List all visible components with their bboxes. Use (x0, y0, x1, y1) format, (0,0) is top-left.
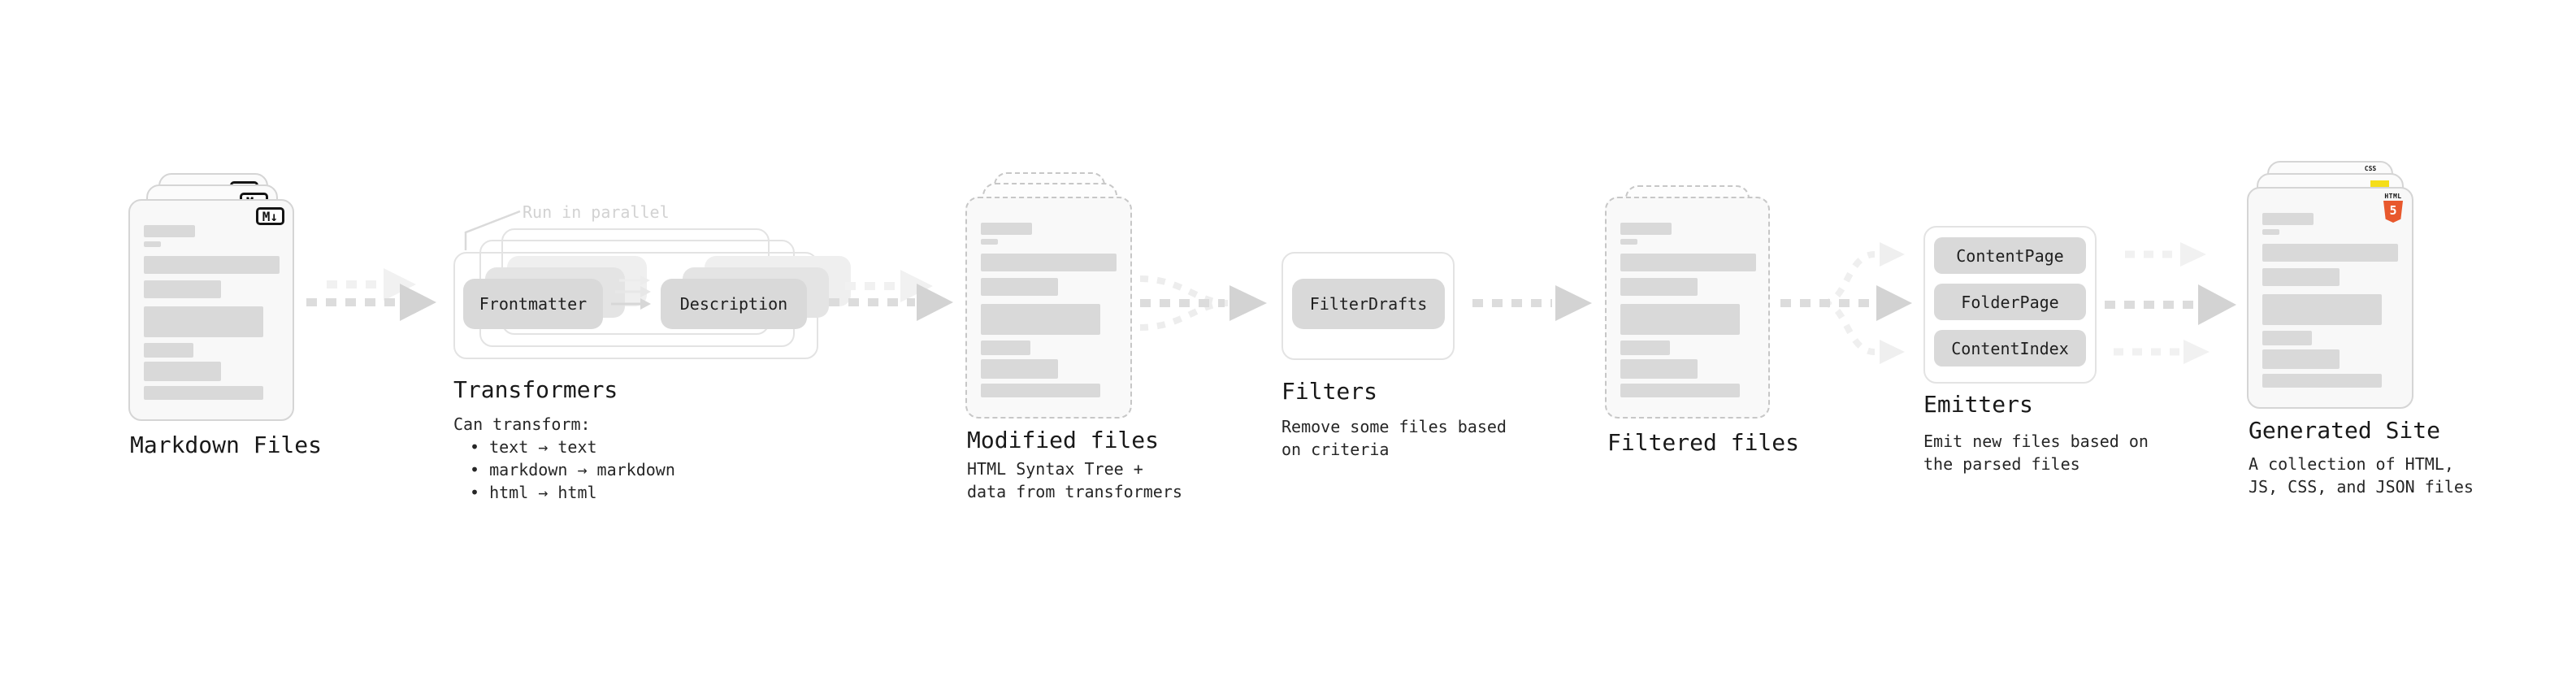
emitters-desc-line: the parsed files (1923, 454, 2080, 474)
filtered-file-card-front (1605, 197, 1770, 419)
transformers-bullet: • markdown → markdown (470, 460, 675, 479)
placeholder-line (144, 306, 263, 337)
modified-files-desc-line: HTML Syntax Tree + (967, 459, 1143, 479)
modified-file-card-front (965, 197, 1132, 419)
placeholder-line (981, 223, 1032, 235)
frontmatter-pill: Frontmatter (463, 279, 603, 329)
placeholder-line (981, 384, 1100, 397)
flow-arrow-markdown-to-transformers (306, 268, 436, 321)
document-placeholder-lines (981, 198, 1119, 417)
placeholder-line (144, 241, 161, 247)
html5-icon-shield: 5 (2383, 201, 2403, 223)
markdown-icon: M↓ (255, 207, 284, 225)
placeholder-line (144, 225, 195, 237)
html5-icon-word: HTML (2384, 193, 2402, 200)
frontmatter-pill-label: Frontmatter (479, 294, 588, 314)
filters-desc-line: Remove some files based (1281, 417, 1507, 436)
flow-arrow-emitters-to-generated (2105, 242, 2236, 364)
placeholder-line (981, 304, 1100, 335)
placeholder-line (2262, 213, 2314, 225)
placeholder-line (144, 362, 221, 381)
generated-site-label: Generated Site (2249, 417, 2441, 444)
emitters-desc-line: Emit new files based on (1923, 432, 2149, 451)
generated-site-desc-line: JS, CSS, and JSON files (2249, 477, 2474, 497)
generated-site-desc-line: A collection of HTML, (2249, 454, 2454, 474)
emitters-description: Emit new files based on the parsed files (1923, 430, 2149, 475)
placeholder-line (2262, 229, 2279, 235)
placeholder-line (981, 340, 1030, 355)
placeholder-line (2262, 268, 2340, 286)
placeholder-line (2262, 244, 2398, 262)
filtered-files-label: Filtered files (1607, 429, 1800, 456)
transformers-bullet: • html → html (470, 483, 597, 502)
contentindex-pill-label: ContentIndex (1951, 338, 2069, 358)
generated-site-description: A collection of HTML, JS, CSS, and JSON … (2249, 453, 2474, 498)
description-pill-label: Description (679, 294, 788, 314)
markdown-file-card-front: M↓ (128, 199, 294, 421)
placeholder-line (1620, 254, 1756, 271)
modified-files-description: HTML Syntax Tree + data from transformer… (967, 458, 1182, 503)
transformers-bullet: • text → text (470, 437, 597, 457)
placeholder-line (981, 254, 1117, 271)
note-callout-line (464, 210, 521, 250)
placeholder-line (981, 239, 998, 245)
markdown-files-stack: M↓ M↓ M↓ (128, 173, 294, 421)
flow-arrow-transformers-to-modified (829, 270, 953, 321)
filterdrafts-pill-label: FilterDrafts (1309, 294, 1428, 314)
contentpage-pill: ContentPage (1934, 237, 2086, 274)
generated-site-stack: CSS HTML 5 (2247, 161, 2413, 409)
placeholder-line (144, 386, 263, 400)
modified-files-stack (965, 172, 1132, 419)
flow-arrow-merge-to-filters (1139, 275, 1267, 331)
placeholder-line (1620, 384, 1740, 397)
filters-desc-line: on criteria (1281, 440, 1390, 459)
placeholder-line (2262, 349, 2340, 369)
generated-file-card-front: HTML 5 (2247, 187, 2413, 409)
placeholder-line (1620, 359, 1698, 379)
placeholder-line (2262, 331, 2312, 345)
placeholder-line (1620, 278, 1698, 296)
filters-label: Filters (1281, 378, 1378, 405)
placeholder-line (1620, 340, 1670, 355)
filtered-files-stack (1605, 185, 1770, 419)
document-placeholder-lines (2262, 189, 2400, 407)
filterdrafts-pill: FilterDrafts (1292, 279, 1445, 329)
transformers-desc-intro: Can transform: (453, 414, 591, 434)
placeholder-line (1620, 223, 1672, 235)
folderpage-pill: FolderPage (1934, 284, 2086, 320)
placeholder-line (1620, 304, 1740, 335)
modified-files-label: Modified files (967, 427, 1160, 453)
document-placeholder-lines (144, 201, 281, 419)
placeholder-line (1620, 239, 1637, 245)
transformers-label: Transformers (453, 376, 618, 403)
filters-description: Remove some files based on criteria (1281, 415, 1507, 461)
emitters-label: Emitters (1923, 391, 2033, 418)
contentpage-pill-label: ContentPage (1956, 245, 2064, 266)
html5-icon: HTML 5 (2383, 193, 2404, 223)
placeholder-line (144, 256, 280, 274)
placeholder-line (981, 278, 1058, 296)
placeholder-line (2262, 294, 2382, 325)
contentindex-pill: ContentIndex (1934, 330, 2086, 367)
transformers-description: Can transform: • text → text • markdown … (453, 413, 675, 504)
flow-arrow-filters-to-filtered (1472, 285, 1592, 321)
markdown-files-label: Markdown Files (130, 432, 323, 458)
placeholder-line (144, 280, 221, 298)
placeholder-line (144, 343, 193, 358)
modified-files-desc-line: data from transformers (967, 482, 1182, 501)
folderpage-pill-label: FolderPage (1961, 292, 2059, 312)
placeholder-line (2262, 374, 2382, 388)
document-placeholder-lines (1620, 198, 1757, 417)
parallel-arrows-icon (611, 275, 651, 310)
placeholder-line (981, 359, 1058, 379)
description-pill: Description (661, 279, 807, 329)
run-in-parallel-note: Run in parallel (523, 202, 670, 222)
flow-arrow-fanout-to-emitters (1780, 242, 1912, 364)
